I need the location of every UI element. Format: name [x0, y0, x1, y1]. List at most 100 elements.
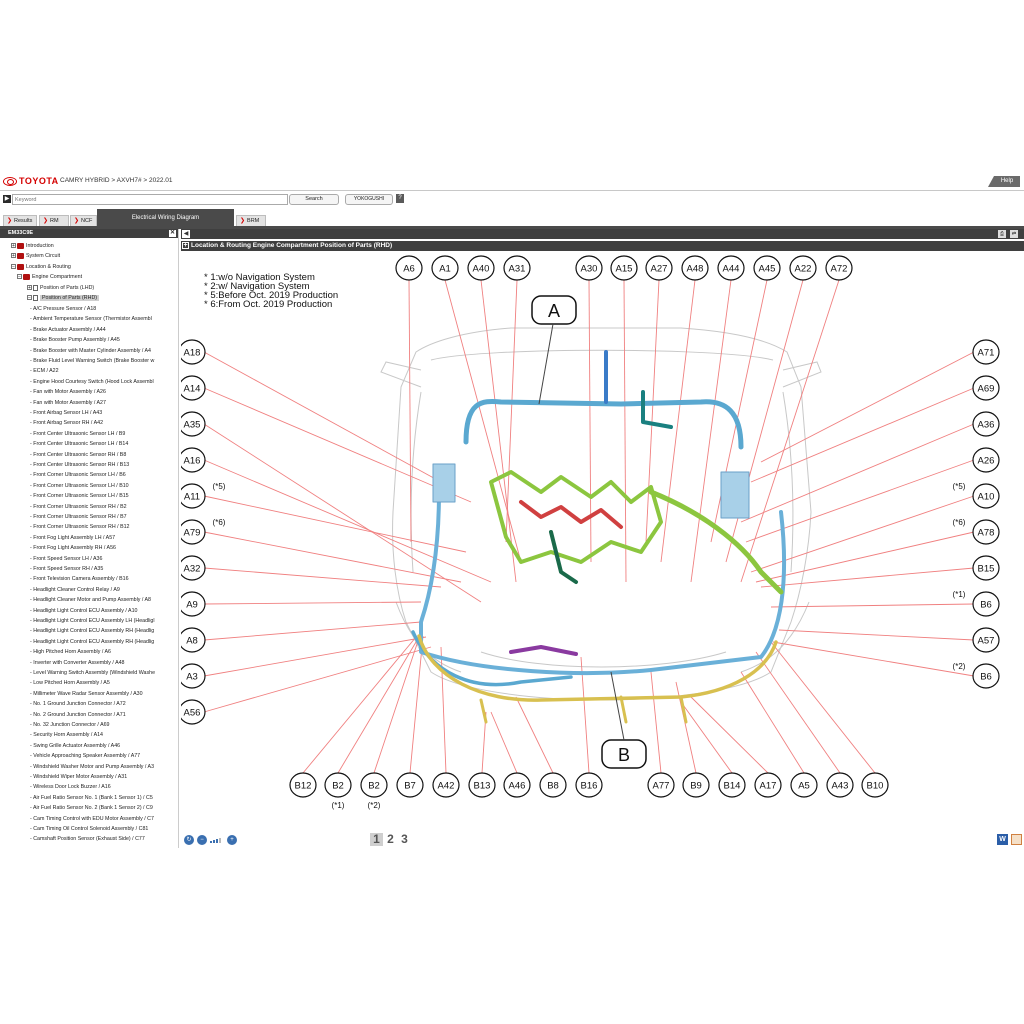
expand-icon[interactable]: + [11, 243, 16, 250]
connector-bottom-b2[interactable]: B2 [324, 772, 352, 798]
page-3-button[interactable]: 3 [401, 832, 408, 846]
expand-icon[interactable]: + [27, 285, 32, 292]
connector-top-a40[interactable]: A40 [467, 255, 495, 281]
tree-item-part[interactable]: - Front Speed Sensor RH / A35 [30, 564, 178, 574]
tree-item-part[interactable]: - Cam Timing Control with EDU Motor Asse… [30, 814, 178, 824]
tree-item-part[interactable]: - Front Corner Ultrasonic Sensor LH / B1… [30, 491, 178, 501]
connector-right-a57[interactable]: A57 [972, 627, 1000, 653]
connector-right-b15[interactable]: B15 [972, 555, 1000, 581]
tree-item-part[interactable]: - Inverter with Converter Assembly / A48 [30, 658, 178, 668]
connector-left-a8[interactable]: A8 [181, 627, 206, 653]
tree-item-part[interactable]: - Headlight Light Control ECU Assembly R… [30, 637, 178, 647]
tree-item-part[interactable]: - Air Fuel Ratio Sensor No. 1 (Bank 1 Se… [30, 793, 178, 803]
tree-item-part[interactable]: - No. 2 Ground Junction Connector / A71 [30, 710, 178, 720]
zoom-fit-icon[interactable]: ↻ [184, 835, 194, 845]
tree-item-part[interactable]: - Front Corner Ultrasonic Sensor RH / B1… [30, 522, 178, 532]
tree-item-part[interactable]: - Headlight Light Control ECU Assembly /… [30, 606, 178, 616]
tree-item-part[interactable]: - Front Center Ultrasonic Sensor RH / B8 [30, 450, 178, 460]
tree-item-part[interactable]: - A/C Pressure Sensor / A18 [30, 304, 178, 314]
tab-brm[interactable]: ❯BRM [236, 215, 266, 226]
collapse-icon[interactable]: − [27, 295, 32, 302]
tree-item-part[interactable]: - Front Fog Light Assembly RH / A56 [30, 543, 178, 553]
page-1-button[interactable]: 1 [370, 833, 383, 846]
tree-item-part[interactable]: - Wireless Door Lock Buzzer / A16 [30, 782, 178, 792]
zoom-in-icon[interactable]: + [227, 835, 237, 845]
connector-bottom-a46[interactable]: A46 [503, 772, 531, 798]
keyword-input[interactable] [12, 194, 288, 205]
connector-bottom-b13[interactable]: B13 [468, 772, 496, 798]
connector-right-a69[interactable]: A69 [972, 375, 1000, 401]
tree-item-part[interactable]: - Front Airbag Sensor LH / A43 [30, 408, 178, 418]
close-panel-button[interactable]: ✕ [169, 230, 176, 237]
connector-right-b6[interactable]: B6 [972, 591, 1000, 617]
tree-item-part[interactable]: - Headlight Light Control ECU Assembly R… [30, 626, 178, 636]
connector-top-a15[interactable]: A15 [610, 255, 638, 281]
tree-item-part[interactable]: - Millimeter Wave Radar Sensor Assembly … [30, 689, 178, 699]
connector-left-a56[interactable]: A56 [181, 699, 206, 725]
collapse-icon[interactable]: − [11, 264, 16, 271]
connector-top-a31[interactable]: A31 [503, 255, 531, 281]
connector-top-a30[interactable]: A30 [575, 255, 603, 281]
tree-item-part[interactable]: - Camshaft Position Sensor (Exhaust Side… [30, 834, 178, 844]
tree-item-part[interactable]: - Front Center Ultrasonic Sensor LH / B9 [30, 429, 178, 439]
tab-rm[interactable]: ❯RM [39, 215, 69, 226]
connector-right-a26[interactable]: A26 [972, 447, 1000, 473]
callout-b[interactable]: B [601, 671, 647, 769]
connector-top-a27[interactable]: A27 [645, 255, 673, 281]
connector-bottom-b10[interactable]: B10 [861, 772, 889, 798]
expand-icon[interactable]: + [11, 253, 16, 260]
expand-title-icon[interactable]: + [182, 241, 189, 249]
connector-bottom-a5[interactable]: A5 [790, 772, 818, 798]
tree-item-part[interactable]: - Front Airbag Sensor RH / A42 [30, 418, 178, 428]
connector-bottom-b12[interactable]: B12 [289, 772, 317, 798]
tree-item-part[interactable]: - Headlight Cleaner Control Relay / A9 [30, 585, 178, 595]
page-2-button[interactable]: 2 [387, 832, 394, 846]
connector-bottom-b2[interactable]: B2 [360, 772, 388, 798]
tree-item-part[interactable]: - Front Television Camera Assembly / B16 [30, 574, 178, 584]
connector-left-a35[interactable]: A35 [181, 411, 206, 437]
yokogushi-button[interactable]: YOKOGUSHI [345, 194, 393, 205]
connector-left-a14[interactable]: A14 [181, 375, 206, 401]
connector-left-a18[interactable]: A18 [181, 339, 206, 365]
tree-item-part[interactable]: - Headlight Light Control ECU Assembly L… [30, 616, 178, 626]
tree-item-part[interactable]: - Ambient Temperature Sensor (Thermistor… [30, 314, 178, 324]
connector-bottom-b14[interactable]: B14 [718, 772, 746, 798]
tree-item-position-lhd[interactable]: +Position of Parts (LHD) [27, 283, 178, 293]
tree-item-part[interactable]: - Front Center Ultrasonic Sensor LH / B1… [30, 439, 178, 449]
tree-item-part[interactable]: - Front Corner Ultrasonic Sensor LH / B1… [30, 481, 178, 491]
search-button[interactable]: Search [289, 194, 339, 205]
tab-ncf[interactable]: ❯NCF [70, 215, 97, 226]
connector-top-a44[interactable]: A44 [717, 255, 745, 281]
tree-item-part[interactable]: - Vehicle Approaching Speaker Assembly /… [30, 751, 178, 761]
connector-bottom-b8[interactable]: B8 [539, 772, 567, 798]
help-button[interactable]: Help [988, 176, 1020, 187]
tree-item-part[interactable]: - Brake Booster with Master Cylinder Ass… [30, 346, 178, 356]
tree-item-part[interactable]: - Engine Hood Courtesy Switch (Hood Lock… [30, 377, 178, 387]
connector-bottom-a17[interactable]: A17 [754, 772, 782, 798]
tree-item-part[interactable]: - Front Center Ultrasonic Sensor RH / B1… [30, 460, 178, 470]
tab-results[interactable]: ❯Results [3, 215, 37, 226]
word-export-button[interactable]: W [997, 834, 1008, 845]
connector-top-a45[interactable]: A45 [753, 255, 781, 281]
connector-left-a3[interactable]: A3 [181, 663, 206, 689]
tree-item-part[interactable]: - Front Corner Ultrasonic Sensor RH / B7 [30, 512, 178, 522]
tree-item-part[interactable]: - Front Fog Light Assembly LH / A57 [30, 533, 178, 543]
tree-item-part[interactable]: - Front Corner Ultrasonic Sensor LH / B6 [30, 470, 178, 480]
connector-bottom-a42[interactable]: A42 [432, 772, 460, 798]
tree-item-part[interactable]: - Swing Grille Actuator Assembly / A46 [30, 741, 178, 751]
brand-logo[interactable]: TOYOTA [3, 175, 59, 187]
connector-top-a48[interactable]: A48 [681, 255, 709, 281]
connector-left-a16[interactable]: A16 [181, 447, 206, 473]
help-question-button[interactable]: ? [396, 194, 404, 203]
connector-left-a9[interactable]: A9 [181, 591, 206, 617]
tree-item-part[interactable]: - Brake Booster Pump Assembly / A45 [30, 335, 178, 345]
collapse-icon[interactable]: − [17, 274, 22, 281]
tree-item-part[interactable]: - High Pitched Horn Assembly / A6 [30, 647, 178, 657]
tree-item-part[interactable]: - Fan with Motor Assembly / A27 [30, 398, 178, 408]
connector-bottom-b16[interactable]: B16 [575, 772, 603, 798]
back-arrow-icon[interactable]: ◀ [182, 230, 190, 238]
tree-item-part[interactable]: - Windshield Washer Motor and Pump Assem… [30, 762, 178, 772]
connector-top-a6[interactable]: A6 [395, 255, 423, 281]
tree-item-part[interactable]: - Level Warning Switch Assembly (Windshi… [30, 668, 178, 678]
tree-item-system-circuit[interactable]: +System Circuit [11, 251, 178, 261]
